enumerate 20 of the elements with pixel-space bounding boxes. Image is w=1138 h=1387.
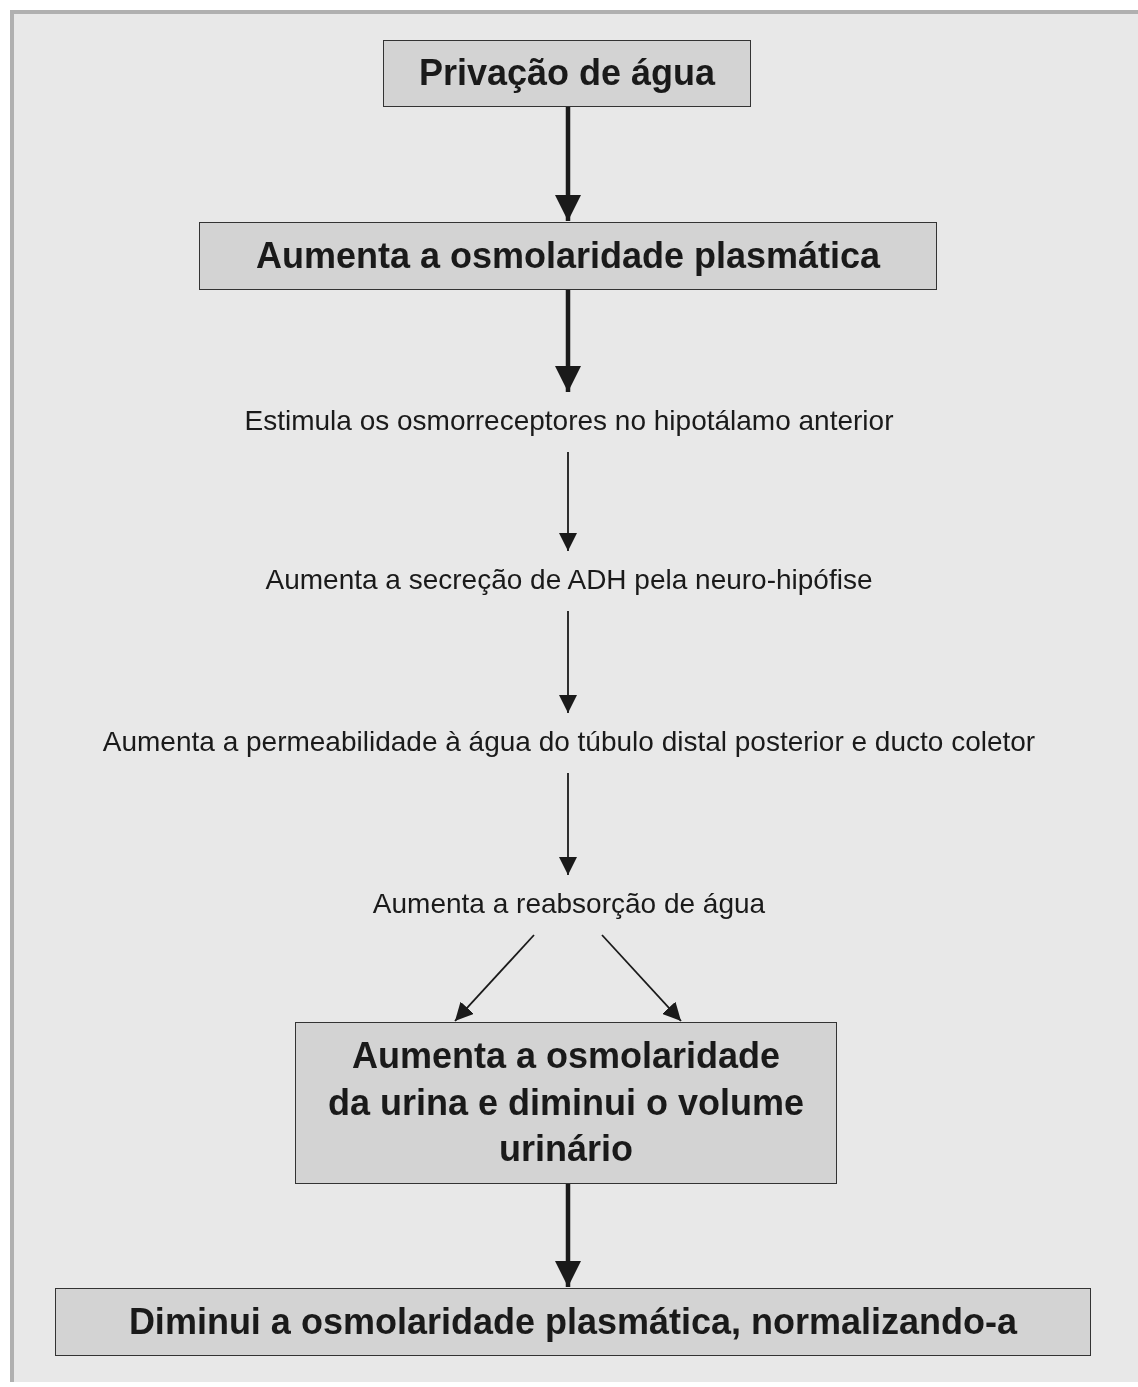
process-box (55, 1288, 1091, 1356)
arrow (555, 290, 581, 392)
arrow (454, 934, 535, 1022)
process-box (199, 222, 937, 290)
arrow (555, 107, 581, 221)
arrow (559, 610, 577, 714)
arrow (601, 934, 682, 1022)
process-box (383, 40, 751, 107)
step-text: Aumenta a secreção de ADH pela neuro-hipófise (150, 559, 988, 601)
arrow (559, 451, 577, 552)
arrow (559, 772, 577, 876)
step-text: Aumenta a permeabilidade à água do túbulo distal posterior e ducto coletor (20, 721, 1118, 763)
step-text: Aumenta a reabsorção de água (250, 883, 888, 925)
box-label: Privação de água (417, 51, 717, 96)
arrow (555, 1184, 581, 1287)
box-label: Diminui a osmolaridade plasmática, normalizando-a (127, 1299, 1019, 1344)
process-box (295, 1022, 837, 1184)
box-label: Aumenta a osmolaridade da urina e diminui o volume urinário (326, 1033, 806, 1172)
box-label: Aumenta a osmolaridade plasmática (254, 233, 882, 278)
step-text: Estimula os osmorreceptores no hipotálamo anterior (150, 400, 988, 442)
